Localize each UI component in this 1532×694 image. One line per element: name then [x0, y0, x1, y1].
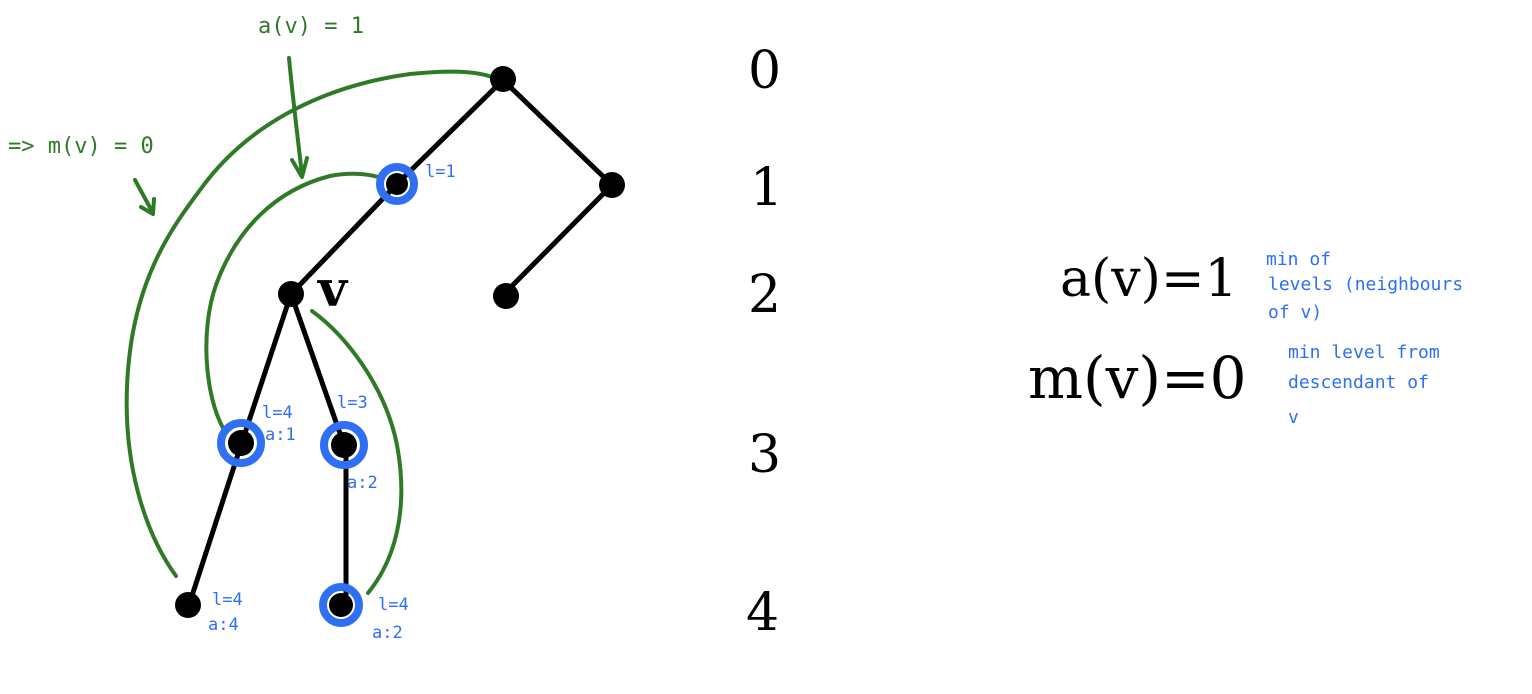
- a-note-line-1: min of: [1266, 249, 1331, 270]
- tree-edges: [186, 77, 615, 608]
- a-definition: a(v)=1: [1060, 249, 1238, 309]
- a-definition-note: min of levels (neighbours of v): [1266, 249, 1463, 323]
- arrow-top-shaft: [287, 56, 304, 177]
- tree-nodes: [175, 66, 625, 618]
- edge-root-n1: [395, 77, 506, 186]
- n3b-a-label: a:2: [347, 473, 378, 493]
- n4b-a-label: a:2: [372, 623, 403, 643]
- definitions: a(v)=1 min of levels (neighbours of v) m…: [1028, 249, 1463, 428]
- left-arrow-label: => m(v) = 0: [8, 134, 154, 159]
- m-note-line-3: v: [1288, 407, 1299, 428]
- arrow-top-head: [290, 156, 309, 179]
- n1-level-label: l=1: [425, 162, 456, 182]
- n4a-a-label: a:4: [208, 615, 239, 635]
- node-n4a: [175, 592, 201, 618]
- node-n3a: [228, 430, 254, 456]
- n4b-level-label: l=4: [378, 595, 409, 615]
- node-n3b: [331, 432, 357, 458]
- edge-n1-v: [288, 180, 401, 297]
- level-0: 0: [748, 41, 781, 101]
- ring-n4b: [319, 583, 363, 627]
- edge-n3a-n4a: [186, 439, 245, 608]
- ring-n3b: [320, 421, 368, 469]
- node-root: [490, 66, 516, 92]
- back-edge-root-n4a: [124, 69, 494, 578]
- level-column: 0 1 2 3 4: [746, 41, 783, 643]
- back-edge-n1-n3a: [204, 171, 380, 430]
- level-1: 1: [750, 158, 783, 218]
- ring-n3a: [217, 419, 265, 467]
- node-right1: [599, 172, 625, 198]
- node-n1: [386, 173, 408, 195]
- node-n4b: [329, 593, 353, 617]
- back-edge-v-n4b: [310, 309, 404, 595]
- m-note-line-1: min level from: [1288, 342, 1440, 363]
- edge-root-right1: [500, 77, 615, 188]
- node-v-label: v: [317, 259, 349, 318]
- ring-n1: [376, 163, 418, 205]
- level-4: 4: [746, 583, 779, 643]
- m-note-line-2: descendant of: [1288, 372, 1429, 393]
- back-edges: [124, 56, 494, 595]
- a-note-line-3: of v): [1268, 302, 1322, 323]
- n4a-level-label: l=4: [212, 590, 243, 610]
- arrow-left-head: [139, 197, 156, 216]
- edge-right1-right2: [503, 182, 615, 295]
- edge-v-n3a: [239, 291, 294, 445]
- arrow-left-shaft: [133, 178, 155, 215]
- level-2: 2: [748, 265, 781, 325]
- node-v: [278, 281, 304, 307]
- highlight-rings: [217, 163, 418, 627]
- green-annotations: a(v) = 1 => m(v) = 0: [8, 14, 364, 159]
- n3b-level-label: l=3: [337, 393, 368, 413]
- edge-v-n3b: [288, 291, 346, 445]
- level-3: 3: [748, 425, 781, 485]
- top-arrow-label: a(v) = 1: [258, 14, 364, 39]
- a-note-line-2: levels (neighbours: [1268, 274, 1463, 295]
- n3a-level-label: l=4: [262, 403, 293, 423]
- node-annotations: l=1 l=4 a:1 l=3 a:2 l=4 a:4 l=4 a:2: [208, 162, 456, 643]
- m-definition-note: min level from descendant of v: [1288, 342, 1440, 428]
- m-definition: m(v)=0: [1028, 344, 1247, 412]
- n3a-a-label: a:1: [265, 425, 296, 445]
- node-right2: [493, 283, 519, 309]
